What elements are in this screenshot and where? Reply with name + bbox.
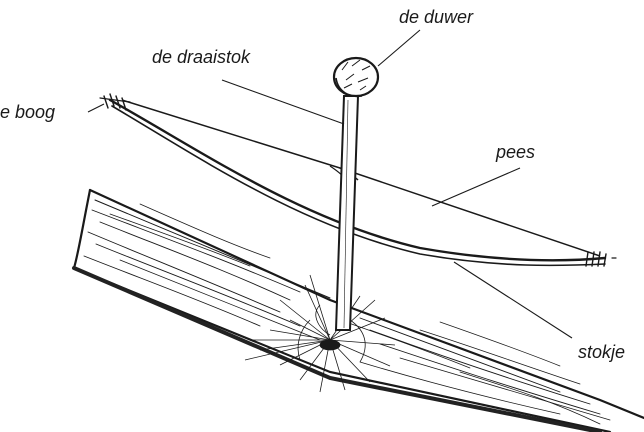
leader-drill-stick xyxy=(222,80,344,124)
label-string: pees xyxy=(495,142,535,162)
drill-stick xyxy=(336,96,358,330)
wood-board xyxy=(74,190,644,432)
label-stick: stokje xyxy=(578,342,625,362)
leader-lines xyxy=(88,30,572,338)
label-drill-stick: de draaistok xyxy=(152,47,251,67)
leader-stick xyxy=(454,262,572,338)
leader-pusher xyxy=(378,30,420,66)
leader-string xyxy=(432,168,520,206)
pusher-knob xyxy=(334,58,378,96)
bowstring xyxy=(122,100,600,256)
leader-bow xyxy=(88,104,104,112)
label-bow: e boog xyxy=(0,102,55,122)
label-pusher: de duwer xyxy=(399,7,474,27)
